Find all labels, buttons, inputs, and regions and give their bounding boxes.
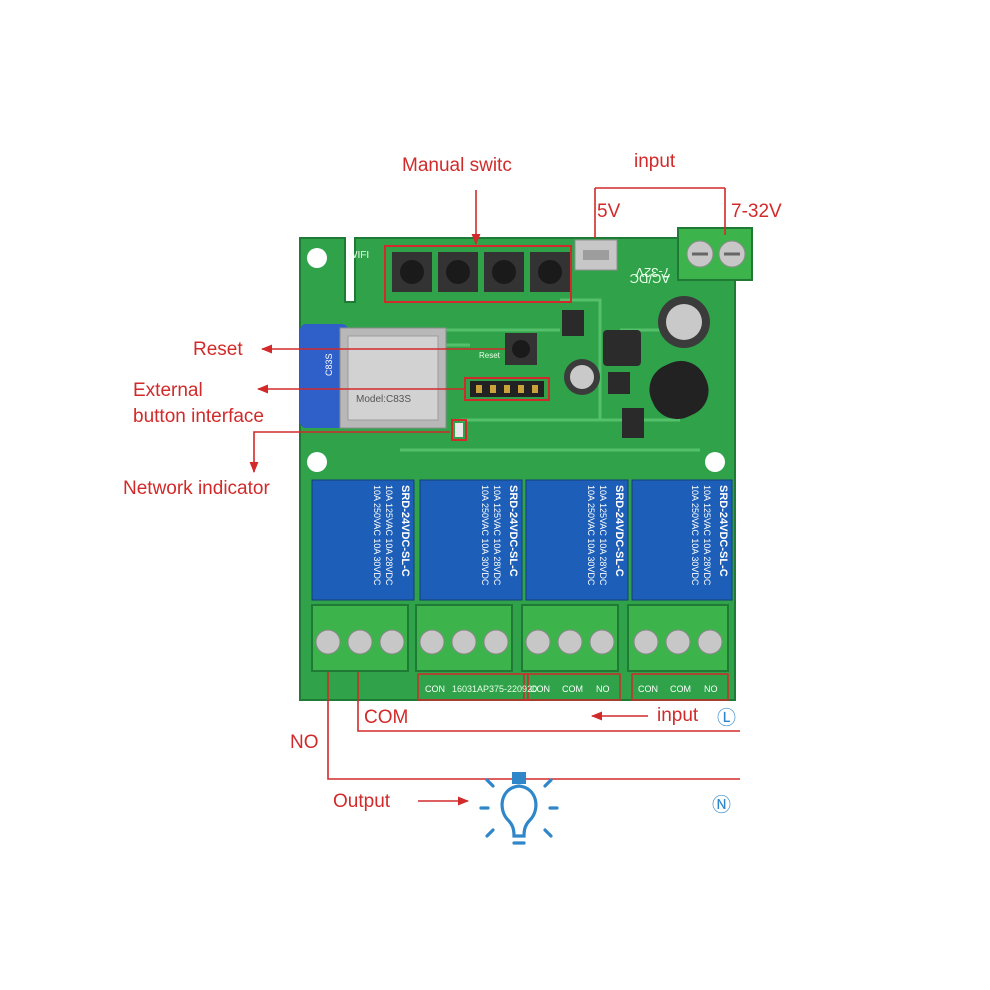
5v-label: 5V [597, 201, 621, 222]
network-pointer [249, 431, 450, 474]
relay-model: SRD-24VDC-SL-C [613, 485, 625, 577]
network-indicator-led [451, 419, 467, 441]
relay: SRD-24VDC-SL-C 10A 125VAC 10A 28VDC 10A … [419, 479, 523, 601]
relay: SRD-24VDC-SL-C 10A 125VAC 10A 28VDC 10A … [631, 479, 733, 601]
chip [562, 310, 584, 336]
com-line [357, 672, 740, 732]
power-terminal [677, 227, 753, 281]
no-line [327, 672, 740, 780]
relay-model: SRD-24VDC-SL-C [507, 485, 519, 577]
external-label-line1: External [133, 380, 203, 401]
input-bracket [594, 187, 726, 238]
relay-rating-2: 10A 250VAC 10A 30VDC [372, 485, 382, 586]
push-button [484, 252, 524, 292]
module-model: Model:C83S [356, 394, 411, 405]
relay-rating-1: 10A 125VAC 10A 28VDC [384, 485, 394, 586]
terminal-label-con: CON [638, 684, 658, 694]
reset-button: Reset [479, 333, 537, 365]
relays: SRD-24VDC-SL-C 10A 125VAC 10A 28VDC 10A … [311, 479, 733, 601]
relay-rating-2: 10A 250VAC 10A 30VDC [480, 485, 490, 586]
electrolytic-capacitor [658, 296, 710, 348]
mount-hole [307, 452, 327, 472]
relay-model: SRD-24VDC-SL-C [399, 485, 411, 577]
no-label: NO [290, 732, 319, 753]
terminal-label-com: COM [562, 684, 583, 694]
inductor [603, 330, 641, 366]
wifi-silk-text: WIFI [348, 250, 369, 261]
wifi-module: C83S Model:C83S [300, 324, 447, 429]
push-button [530, 252, 570, 292]
com-label: COM [364, 707, 409, 728]
terminal-silk-labels: CON 16031AP375-220920 CON COM NO CON COM… [417, 673, 729, 701]
relay-model: SRD-24VDC-SL-C [717, 485, 729, 577]
mount-hole [307, 248, 327, 268]
output-label: Output [333, 791, 391, 812]
neutral-n-symbol: Ⓝ [712, 794, 732, 816]
relay: SRD-24VDC-SL-C 10A 125VAC 10A 28VDC 10A … [525, 479, 629, 601]
relay-rating-2: 10A 250VAC 10A 30VDC [690, 485, 700, 586]
7-32v-label: 7-32V [731, 201, 782, 222]
input-live-label: input [657, 705, 699, 726]
manual-switches [384, 245, 572, 303]
terminal-label-con: CON [425, 684, 445, 694]
terminal-label-no: NO [596, 684, 610, 694]
usb-5v-port [574, 239, 618, 271]
chip [608, 372, 630, 394]
module-label: C83S [324, 353, 334, 376]
reset-label: Reset [193, 339, 243, 360]
manual-switch-label: Manual switc [402, 155, 512, 176]
push-button [438, 252, 478, 292]
input-power-label: input [634, 151, 676, 172]
output-terminals [311, 604, 729, 672]
small-capacitor [564, 359, 600, 395]
push-button [392, 252, 432, 292]
chip [622, 408, 644, 438]
annotation-lines [249, 187, 740, 806]
reset-silk: Reset [479, 351, 501, 360]
mount-hole [705, 452, 725, 472]
relay-rating-1: 10A 125VAC 10A 28VDC [702, 485, 712, 586]
live-l-symbol: Ⓛ [717, 707, 737, 729]
relay: SRD-24VDC-SL-C 10A 125VAC 10A 28VDC 10A … [311, 479, 415, 601]
relay-rating-2: 10A 250VAC 10A 30VDC [586, 485, 596, 586]
relay-rating-1: 10A 125VAC 10A 28VDC [492, 485, 502, 586]
external-button-header [464, 377, 550, 401]
board-code: 16031AP375-220920 [452, 684, 537, 694]
terminal-label-con: CON [530, 684, 550, 694]
rf-coil [649, 360, 709, 420]
power-silk-1: 7-32V [635, 265, 670, 280]
light-bulb-icon [479, 772, 559, 845]
terminal-label-no: NO [704, 684, 718, 694]
terminal-label-com: COM [670, 684, 691, 694]
network-indicator-label: Network indicator [123, 478, 270, 499]
external-label-line2: button interface [133, 406, 264, 427]
relay-rating-1: 10A 125VAC 10A 28VDC [598, 485, 608, 586]
power-silk-2: AC/DC [630, 271, 670, 286]
